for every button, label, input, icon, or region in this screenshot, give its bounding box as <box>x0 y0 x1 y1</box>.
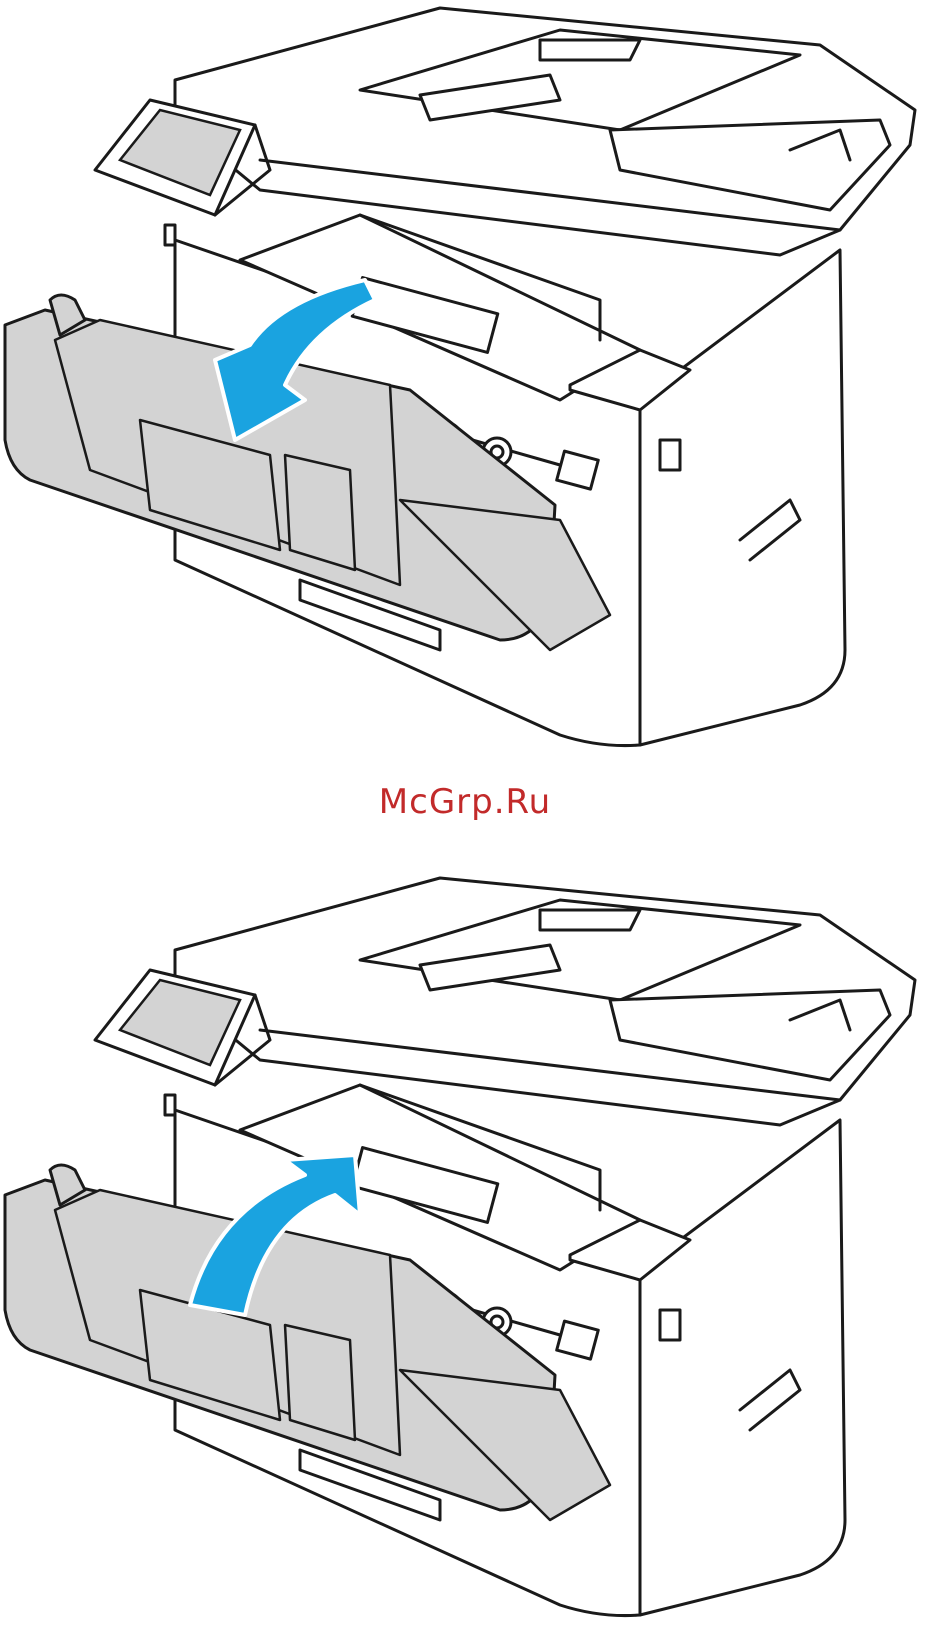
printer-illustration-open-door <box>0 0 930 760</box>
scanner-lid <box>175 878 915 1125</box>
printer-illustration-close-door <box>0 870 930 1623</box>
printer-drawing <box>0 870 930 1623</box>
printer-drawing <box>0 0 930 760</box>
watermark-text: McGrp.Ru <box>0 782 930 822</box>
scanner-lid <box>175 8 915 255</box>
